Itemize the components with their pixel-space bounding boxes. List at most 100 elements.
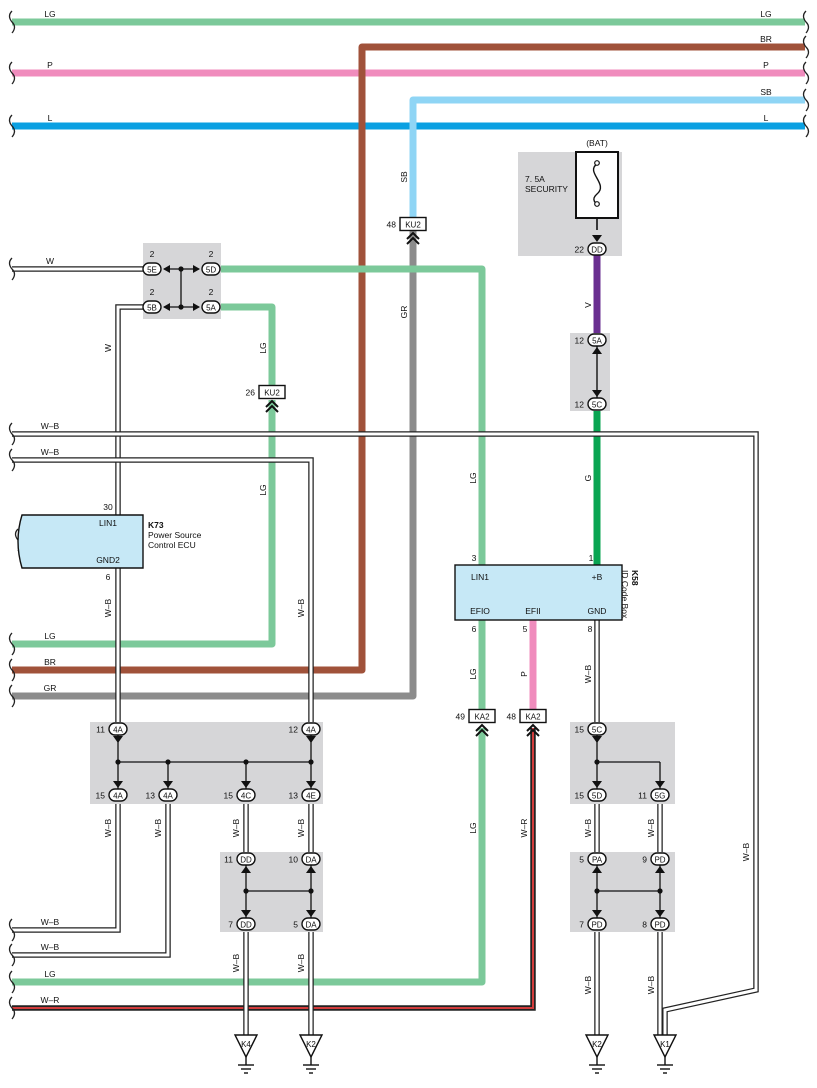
pin-number: 12 (289, 724, 299, 734)
bus-label-br: BR (760, 34, 772, 44)
connector-label: KU2 (405, 220, 421, 229)
pin-number: 49 (456, 711, 466, 721)
wire-wb-mid-core (12, 458, 313, 722)
wire-label: LG (468, 472, 478, 483)
connector-label: 5D (592, 791, 602, 800)
wire-break-mark (8, 10, 16, 34)
connector-label: PA (592, 855, 603, 864)
connector-label: PD (654, 920, 665, 929)
wire-break-mark (8, 970, 16, 994)
bus-label-sb: SB (760, 87, 772, 97)
ground-connector (584, 1034, 610, 1059)
wires (12, 18, 805, 1035)
wire-break-mark (802, 114, 810, 138)
wire-break-mark (8, 257, 16, 281)
wire-label: LG (44, 969, 55, 979)
ground-label: K2 (592, 1040, 602, 1049)
connector-label: 4A (113, 725, 123, 734)
connector-box (519, 708, 547, 724)
bus-label-p-right: P (763, 60, 769, 70)
pin-number: 2 (209, 287, 214, 297)
connector-chevron (475, 723, 489, 732)
pin-number: 12 (575, 335, 585, 345)
arrow-down-icon (163, 781, 173, 788)
pin-number: 30 (103, 502, 113, 512)
connector-label: PD (654, 855, 665, 864)
pin-number: 5 (523, 624, 528, 634)
pin-number: 10 (289, 854, 299, 864)
pin-number: 8 (642, 919, 647, 929)
arrow-down-icon (592, 390, 602, 397)
wire-break-mark (8, 658, 16, 682)
fuse-source: (BAT) (586, 138, 608, 148)
arrow-up-icon (655, 866, 665, 873)
arrow-left-icon (163, 265, 170, 273)
junction-dot (243, 888, 249, 894)
bus-label-l-left: L (48, 113, 53, 123)
wire-lg-5d-k58 (221, 265, 486, 565)
wire-label: GR (44, 683, 57, 693)
wire-label: W–B (41, 917, 60, 927)
wire-w-vert-core (116, 305, 143, 515)
wire-wb-bl2-core (12, 804, 170, 957)
ecu-name: Control ECU (148, 540, 196, 550)
ecu-id: K73 (148, 520, 164, 530)
connector-label: 5E (147, 265, 157, 274)
connector-label: 5C (592, 400, 602, 409)
wire-break-mark (8, 684, 16, 708)
wire-label: LG (44, 631, 55, 641)
wire-label: LG (258, 342, 268, 353)
pin-number: 5 (579, 854, 584, 864)
arrow-down-icon (592, 781, 602, 788)
bus-br (12, 43, 805, 674)
pin-number: 26 (246, 387, 256, 397)
arrow-down-icon (655, 781, 665, 788)
pin-number: 48 (507, 711, 517, 721)
wire-lg-ku2-left (12, 400, 276, 648)
connector-chevron (265, 404, 279, 413)
connector-label: 4A (113, 791, 123, 800)
connector-label: DA (305, 855, 317, 864)
connector-label: DD (240, 920, 252, 929)
wire-label: P (519, 671, 529, 677)
arrow-up-icon (241, 866, 251, 873)
pin-name: EFII (525, 606, 541, 616)
connector-chevron (475, 728, 489, 737)
ecu-id: K58 (630, 570, 640, 586)
pin-number: 15 (96, 790, 106, 800)
junction-dot (178, 266, 184, 272)
wire-break-mark (802, 10, 810, 34)
pin-number: 6 (472, 624, 477, 634)
connector-pill (201, 300, 221, 314)
pin-number: 15 (575, 790, 585, 800)
wire-label: W–B (646, 818, 656, 837)
pin-name: LIN1 (471, 572, 489, 582)
wire-label: W–B (741, 842, 751, 861)
connector-label: PD (591, 920, 602, 929)
pin-number: 48 (387, 219, 397, 229)
wire-wb-k1-long-core (12, 432, 758, 1035)
junction-dot (178, 304, 184, 310)
wire-label: W–B (296, 953, 306, 972)
connector-pill (587, 242, 607, 256)
ground-label: K2 (306, 1040, 316, 1049)
bus-label-lg-right: LG (760, 9, 771, 19)
pin-number: 1 (589, 553, 594, 563)
wire-label: W–B (296, 818, 306, 837)
wire-label: SB (399, 171, 409, 183)
arrow-right-icon (193, 265, 200, 273)
arrow-down-icon (592, 910, 602, 917)
wire-break-mark (8, 61, 16, 85)
ground-label: K1 (660, 1040, 670, 1049)
arrow-left-icon (163, 303, 170, 311)
ecu-name: ID Code Box (620, 570, 630, 619)
ground-connector (298, 1034, 324, 1059)
pin-number: 5 (293, 919, 298, 929)
connector-box (399, 216, 427, 232)
wire-break-mark (8, 996, 16, 1020)
pin-number: 22 (575, 244, 585, 254)
arrow-down-icon (241, 781, 251, 788)
connector-pill (201, 262, 221, 276)
pin-number: 13 (146, 790, 156, 800)
